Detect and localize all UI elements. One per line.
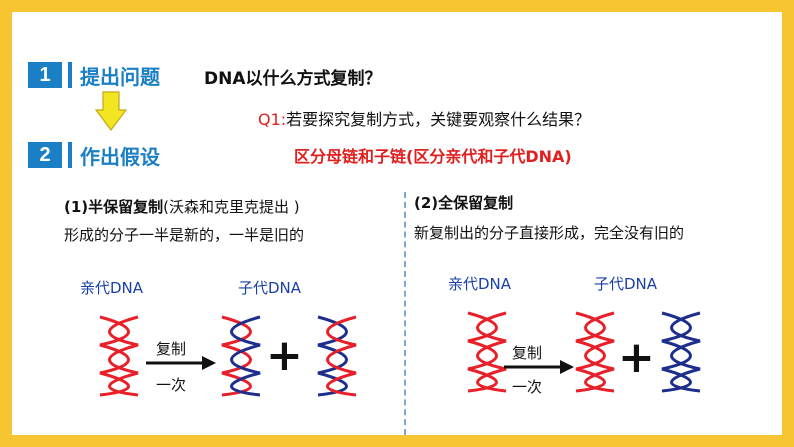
step2-number: 2 [28,142,62,168]
step1-number: 1 [28,62,62,88]
semi-description: 形成的分子一半是新的，一半是旧的 [64,226,305,244]
full-parent-helix [467,311,507,393]
step1-label: 提出问题 [80,65,160,89]
full-arrow-top: 复制 [512,344,543,362]
semi-parent-label: 亲代DNA [80,279,144,297]
step1-bar [68,62,72,88]
semi-arrow-bottom: 一次 [156,376,187,394]
step2-bar [68,142,72,168]
q1-tag: Q1: [258,110,287,129]
question-title: DNA以什么方式复制？ [204,69,382,89]
full-heading: (2)全保留复制 [414,194,514,212]
q1-line: Q1:若要探究复制方式，关键要观察什么结果？ [258,106,590,130]
full-description: 新复制出的分子直接形成，完全没有旧的 [414,224,685,242]
semi-heading-note: (沃森和克里克提出 ) [163,198,300,216]
full-child1-helix [575,311,615,393]
semi-plus: + [266,330,303,381]
full-parent-label: 亲代DNA [448,275,512,293]
semi-heading: (1)半保留复制 [64,198,164,216]
semi-child2-helix [317,315,357,397]
full-child-label: 子代DNA [594,275,658,293]
full-plus: + [618,332,655,383]
hypothesis-answer: 区分母链和子链(区分亲代和子代DNA) [294,147,572,166]
semi-replicate-arrow-icon [146,356,216,370]
semi-arrow-top: 复制 [156,340,187,358]
semi-child-label: 子代DNA [238,279,302,297]
step2-label: 作出假设 [80,145,160,169]
slide [12,12,782,435]
semi-child1-helix [221,315,261,397]
semi-heading-line: (1)半保留复制(沃森和克里克提出 ) [64,196,300,217]
full-replicate-arrow-icon [504,360,574,374]
q1-text: 若要探究复制方式，关键要观察什么结果？ [286,110,591,129]
semi-parent-helix [99,315,139,397]
full-arrow-bottom: 一次 [512,378,543,396]
full-child2-helix [661,311,701,393]
down-arrow-icon [94,91,128,131]
panel-divider [404,192,406,435]
